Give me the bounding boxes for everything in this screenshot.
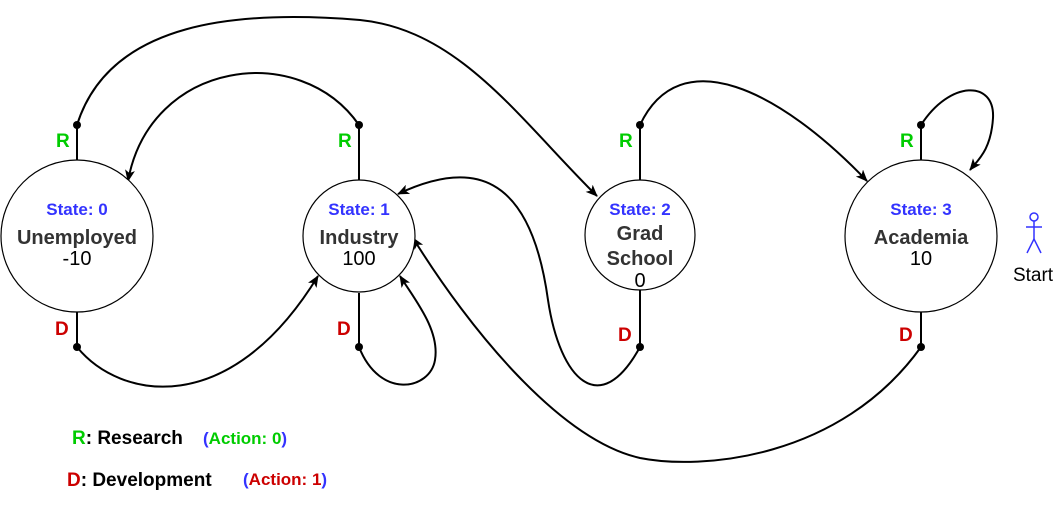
edge-s3-research-to-s3: [920, 89, 995, 171]
state-name: Industry: [320, 227, 400, 249]
state-id-label: State: 1: [328, 200, 389, 219]
legend-key: D: [67, 470, 81, 491]
edge-s2-research-to-s3: [639, 80, 868, 182]
action-label-s0-research: R: [56, 131, 70, 152]
legend-action-research: (Action: 0): [203, 429, 287, 448]
action-label-s3-development: D: [899, 325, 913, 346]
legend-key: R: [72, 428, 86, 449]
legend-text: : Research: [86, 428, 183, 449]
legend-row-development: D: Development: [67, 470, 212, 491]
legend-text: : Development: [81, 470, 213, 491]
edge-s0-development-to-s1: [76, 275, 319, 388]
action-label-s2-research: R: [619, 131, 633, 152]
action-label-s1-development: D: [337, 319, 351, 340]
state-name-line-2: School: [607, 248, 674, 270]
edge-s2-development-to-s1: [397, 176, 641, 387]
state-name-line-1: Grad: [617, 223, 664, 245]
action-label-s1-research: R: [338, 131, 352, 152]
state-value: 10: [910, 248, 932, 270]
state-node-3: State: 3 Academia 10: [844, 159, 998, 313]
action-label-s2-development: D: [618, 325, 632, 346]
state-value: -10: [63, 248, 92, 270]
state-value: 100: [342, 248, 375, 270]
edge-s1-research-to-s0: [125, 72, 360, 182]
state-id-label: State: 0: [46, 200, 107, 219]
state-node-2: State: 2 Grad School 0: [584, 179, 696, 292]
state-id-label: State: 3: [890, 200, 951, 219]
action-stems: [73, 121, 925, 351]
edge-s3-development-to-s1: [412, 237, 922, 463]
action-label-s3-research: R: [900, 131, 914, 152]
state-value: 0: [634, 270, 645, 292]
state-node-0: State: 0 Unemployed -10: [0, 159, 154, 313]
legend-action-development: (Action: 1): [243, 470, 327, 489]
edge-s0-research-to-s2: [76, 16, 598, 197]
stick-figure-icon: [1026, 212, 1042, 254]
state-id-label: State: 2: [609, 200, 670, 219]
legend: R: Research (Action: 0) D: Development (…: [67, 428, 327, 491]
start-label: Start: [1013, 265, 1054, 286]
legend-row-research: R: Research: [72, 428, 183, 449]
state-name: Unemployed: [17, 227, 137, 249]
state-node-1: State: 1 Industry 100: [302, 179, 416, 293]
state-name: Academia: [874, 227, 969, 249]
action-label-s0-development: D: [55, 319, 69, 340]
edge-s1-development-to-s1: [358, 275, 437, 386]
